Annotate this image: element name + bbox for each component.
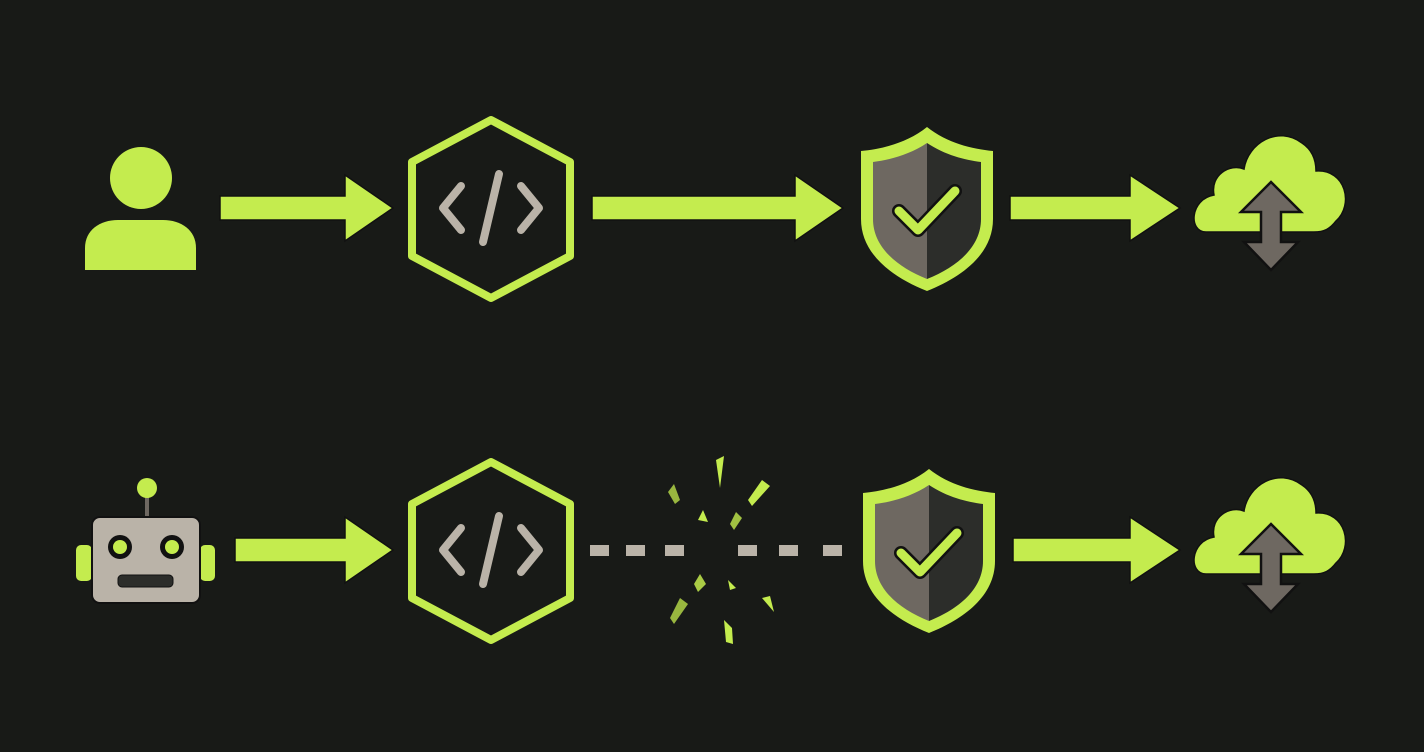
code-hexagon-icon	[412, 120, 570, 298]
person-icon	[85, 147, 196, 270]
cloud-sync-icon	[1192, 134, 1347, 272]
robot-icon	[76, 478, 215, 604]
arrow-right-icon	[1009, 173, 1182, 243]
arrow-right-icon	[591, 173, 845, 243]
broken-connection	[590, 545, 842, 556]
cloud-sync-icon	[1192, 476, 1347, 614]
row-human-flow	[85, 120, 1347, 298]
row-bot-flow	[76, 456, 1347, 644]
arrow-right-icon	[219, 174, 394, 242]
shield-check-icon	[861, 127, 993, 291]
shatter-fragments	[668, 456, 774, 644]
arrow-right-icon	[1012, 515, 1182, 585]
shield-check-icon	[863, 469, 995, 633]
code-hexagon-icon	[412, 462, 570, 640]
arrow-right-icon	[234, 515, 395, 585]
